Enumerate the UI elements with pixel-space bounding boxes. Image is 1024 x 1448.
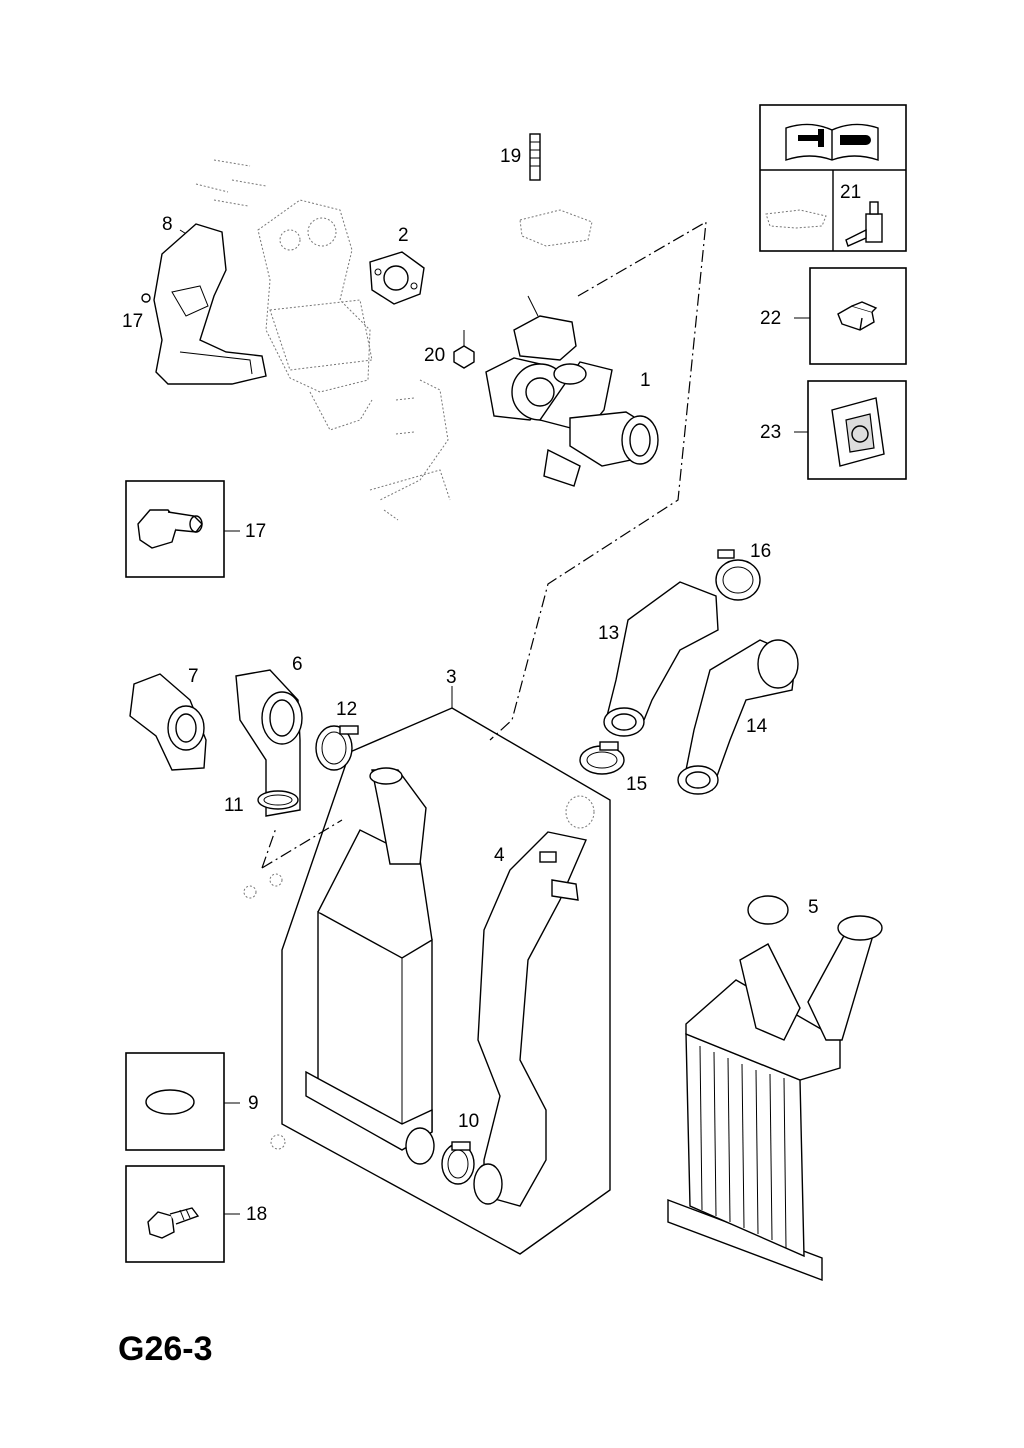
oring-9-box (125, 1052, 240, 1151)
hose-part-14 (677, 639, 799, 795)
bolt-18-box (125, 1165, 240, 1263)
callout-3: 3 (446, 667, 457, 688)
assembly-outline-part-3 (281, 707, 611, 1255)
callout-17-box: 17 (245, 521, 267, 542)
callout-9: 9 (248, 1093, 259, 1114)
callout-18: 18 (246, 1204, 268, 1225)
callout-17-heat-shield-nut: 17 (122, 311, 144, 332)
hose-part-7 (129, 673, 207, 771)
callout-4: 4 (494, 845, 505, 866)
callout-13: 13 (598, 623, 620, 644)
clamp-part-16 (715, 549, 761, 601)
callout-12: 12 (336, 699, 358, 720)
callout-20: 20 (424, 345, 446, 366)
callout-1: 1 (640, 370, 651, 391)
locator-line-turbo (489, 220, 707, 741)
callout-14: 14 (746, 716, 768, 737)
callout-6: 6 (292, 654, 303, 675)
clamp-part-15 (579, 741, 625, 775)
callout-2: 2 (398, 225, 409, 246)
hose-part-6 (235, 669, 303, 817)
callout-5: 5 (808, 897, 819, 918)
flange-nut-icon (137, 509, 203, 549)
nut-17-box (125, 480, 240, 578)
bolts-ghost-left (243, 873, 286, 1150)
callout-11: 11 (224, 795, 244, 816)
clip-23-box (794, 380, 907, 480)
hose-part-13 (603, 581, 719, 737)
bolt-icon (837, 301, 878, 331)
heat-shield-part-8 (141, 223, 267, 385)
callout-21: 21 (840, 182, 862, 203)
open-book-wrench-icon (785, 123, 879, 161)
bolt-22-box (794, 267, 907, 365)
intercooler-assembly-drawing (305, 767, 435, 1165)
callout-16: 16 (750, 541, 772, 562)
callout-19: 19 (500, 146, 522, 167)
callout-8: 8 (162, 214, 173, 235)
callout-23: 23 (760, 422, 782, 443)
exhaust-manifold-ghost (195, 159, 451, 521)
pipe-part-4 (473, 795, 595, 1207)
clamp-part-11 (257, 790, 299, 810)
sheet-id: G26-3 (118, 1330, 213, 1368)
nut-part-20 (453, 330, 475, 369)
clamp-part-12 (315, 725, 359, 771)
clamp-part-10 (441, 1141, 475, 1185)
callout-22: 22 (760, 308, 782, 329)
gasket-part-2 (369, 251, 425, 305)
turbocharger-part-1 (485, 295, 659, 487)
clip-icon (831, 397, 885, 467)
o-ring-icon (145, 1089, 195, 1115)
locator-line-left (261, 819, 343, 869)
callout-10: 10 (458, 1111, 480, 1132)
stud-part-19 (519, 133, 593, 247)
callout-7: 7 (188, 666, 199, 687)
intercooler-part-5 (667, 895, 883, 1282)
hex-bolt-icon (147, 1207, 200, 1239)
callout-15: 15 (626, 774, 648, 795)
sealant-tube-icon (845, 201, 883, 247)
manual-legend-box (759, 104, 907, 252)
